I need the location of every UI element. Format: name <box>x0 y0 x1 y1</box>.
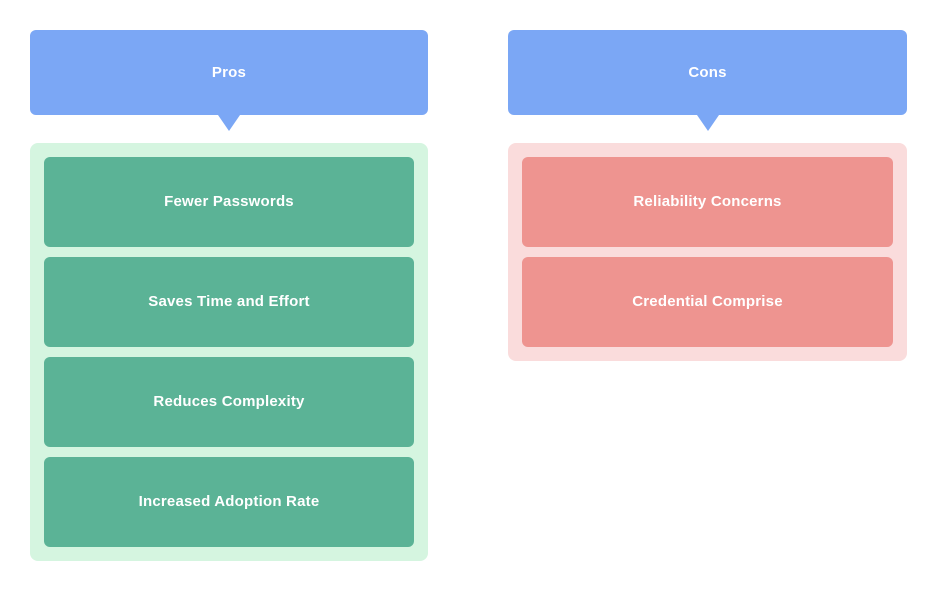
cons-item-label: Reliability Concerns <box>633 193 782 210</box>
pros-item-label: Fewer Passwords <box>164 193 294 210</box>
cons-panel: Reliability Concerns Credential Comprise <box>508 143 907 361</box>
pros-panel: Fewer Passwords Saves Time and Effort Re… <box>30 143 428 561</box>
arrow-down-icon <box>696 115 719 131</box>
cons-header-label: Cons <box>688 64 727 81</box>
cons-column: Cons Reliability Concerns Credential Com… <box>508 30 907 361</box>
pros-item-label: Increased Adoption Rate <box>138 493 320 510</box>
cons-item-card[interactable]: Reliability Concerns <box>522 157 893 247</box>
cons-item-label: Credential Comprise <box>632 293 783 310</box>
pros-column: Pros Fewer Passwords Saves Time and Effo… <box>30 30 428 561</box>
pros-item-card[interactable]: Reduces Complexity <box>44 357 414 447</box>
pros-header-label: Pros <box>211 64 247 81</box>
cons-header-bar[interactable]: Cons <box>508 30 907 131</box>
pros-item-card[interactable]: Fewer Passwords <box>44 157 414 247</box>
pros-item-card[interactable]: Increased Adoption Rate <box>44 457 414 547</box>
pros-item-card[interactable]: Saves Time and Effort <box>44 257 414 347</box>
pros-item-label: Saves Time and Effort <box>148 293 310 310</box>
arrow-down-icon <box>218 115 240 131</box>
pros-item-label: Reduces Complexity <box>153 393 305 410</box>
pros-header-bar[interactable]: Pros <box>30 30 428 131</box>
cons-item-card[interactable]: Credential Comprise <box>522 257 893 347</box>
